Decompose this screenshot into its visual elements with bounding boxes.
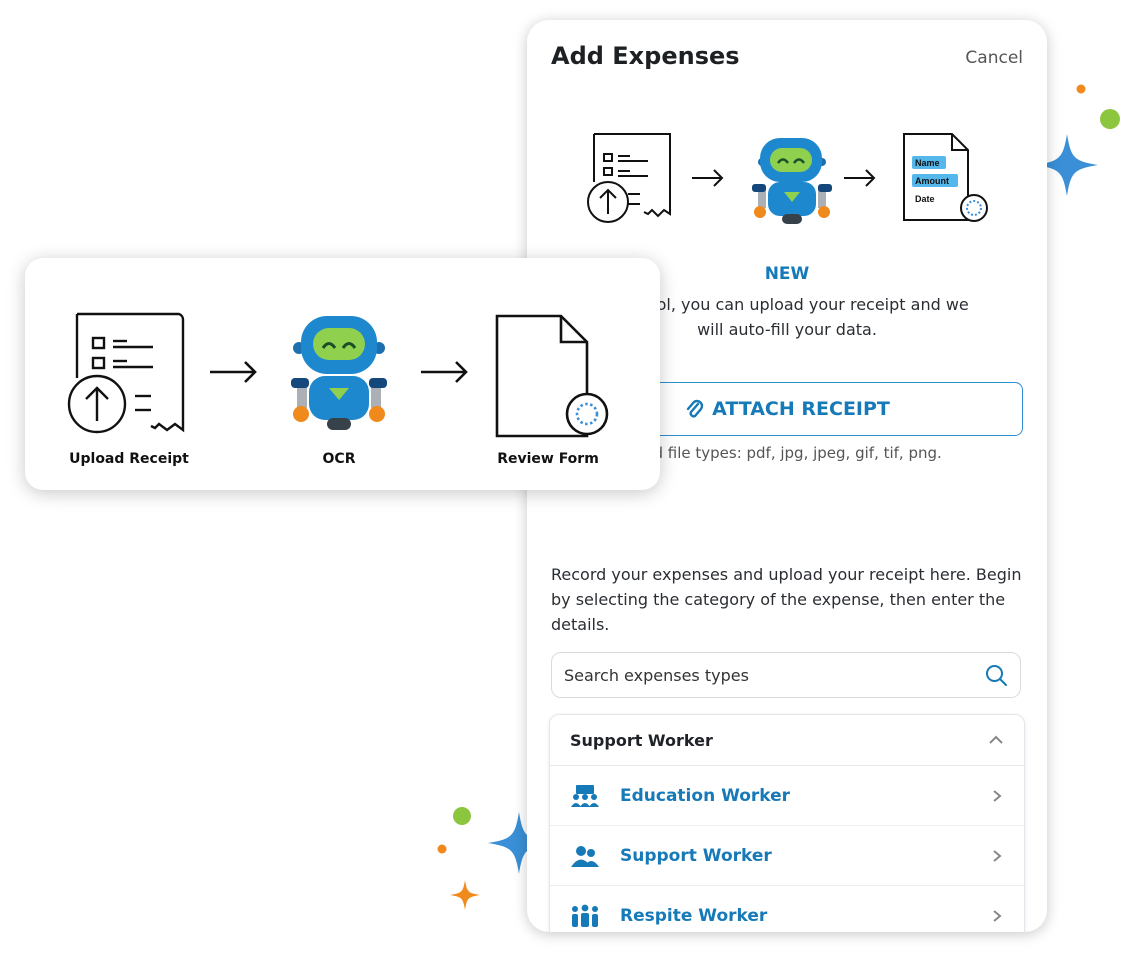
dot-green-icon: [1100, 109, 1120, 129]
new-badge: NEW: [764, 264, 810, 284]
search-placeholder: Search expenses types: [564, 665, 749, 685]
dot-orange-icon: [437, 844, 447, 854]
review-document-icon: [495, 314, 609, 438]
arrow-right-icon: [844, 169, 876, 187]
list-item-education-worker[interactable]: Education Worker: [550, 766, 1024, 826]
robot-icon: [291, 316, 387, 430]
sparkle-orange-icon: [450, 880, 480, 910]
doc-field-amount: Amount: [915, 176, 949, 186]
doc-field-name: Name: [915, 158, 940, 168]
arrow-right-icon: [421, 361, 468, 383]
list-item-label: Education Worker: [620, 785, 791, 806]
paperclip-icon: [686, 399, 704, 418]
chevron-right-icon: [993, 789, 1002, 802]
category-support-worker: Support Worker Education Worker: [549, 714, 1025, 932]
ocr-flow-large-illustration: [67, 312, 609, 438]
list-item-label: Respite Worker: [620, 905, 768, 926]
list-item-support-worker[interactable]: Support Worker: [550, 826, 1024, 886]
arrow-right-icon: [210, 361, 257, 383]
ocr-flow-card: Upload Receipt OCR Review Form: [25, 258, 660, 490]
supported-file-types: rted file types: pdf, jpg, jpeg, gif, ti…: [632, 444, 942, 462]
ai-tool-description: v AI tool, you can upload your receipt a…: [527, 292, 1047, 342]
support-worker-icon: [570, 844, 600, 868]
attach-receipt-label: ATTACH RECEIPT: [712, 398, 890, 420]
record-expenses-instructions: Record your expenses and upload your rec…: [551, 565, 1022, 634]
dot-green-icon: [453, 807, 471, 825]
list-item-label: Support Worker: [620, 845, 772, 866]
search-input[interactable]: Search expenses types: [551, 652, 1021, 698]
ai-text-line1: v AI tool, you can upload your receipt a…: [605, 295, 969, 314]
chevron-right-icon: [993, 909, 1002, 922]
step-caption-review-form: Review Form: [497, 451, 599, 467]
add-expenses-panel: Add Expenses Cancel: [527, 20, 1047, 932]
receipt-upload-icon: [67, 312, 185, 434]
cancel-button[interactable]: Cancel: [965, 48, 1023, 68]
chevron-right-icon: [993, 849, 1002, 862]
category-header[interactable]: Support Worker: [550, 715, 1024, 766]
step-caption-upload-receipt: Upload Receipt: [69, 451, 189, 467]
category-title: Support Worker: [570, 730, 713, 750]
chevron-up-icon[interactable]: [988, 735, 1004, 745]
ai-text-line2: will auto-fill your data.: [697, 320, 877, 339]
search-icon[interactable]: [984, 663, 1008, 687]
doc-field-date: Date: [915, 194, 935, 204]
robot-icon: [752, 138, 832, 224]
sparkle-blue-large-icon: [488, 812, 550, 874]
arrow-right-icon: [692, 169, 724, 187]
respite-worker-icon: [570, 904, 600, 928]
receipt-upload-icon: [587, 133, 671, 223]
dot-orange-icon: [1076, 84, 1086, 94]
education-worker-icon: [570, 784, 600, 808]
sparkle-blue-large-icon: [1036, 134, 1098, 196]
page-title: Add Expenses: [551, 42, 740, 70]
step-caption-ocr: OCR: [322, 451, 356, 467]
list-item-respite-worker[interactable]: Respite Worker: [550, 886, 1024, 932]
ocr-flow-illustration: Name Amount Date: [587, 133, 988, 224]
review-document-icon: [903, 133, 988, 222]
